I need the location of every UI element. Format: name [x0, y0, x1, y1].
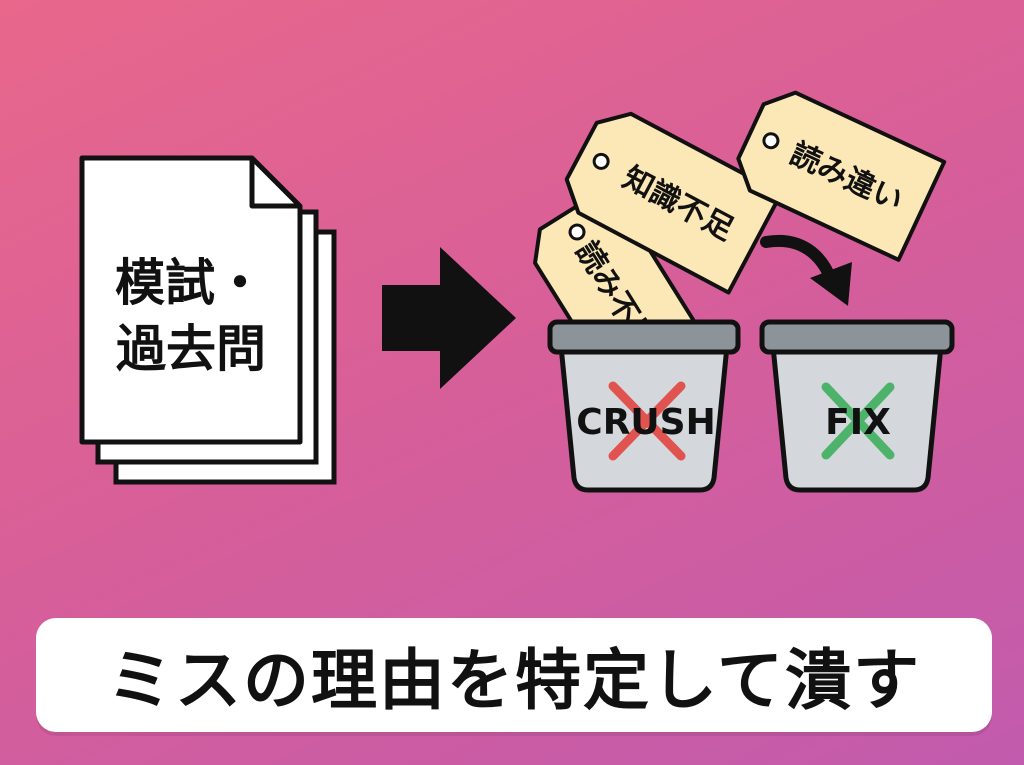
bin-label-fix: FIX	[825, 402, 891, 443]
bin-label-crush: CRUSH	[576, 402, 715, 443]
document-stack-icon: 模試・ 過去問	[79, 155, 337, 485]
bin-fix: FIX	[759, 319, 955, 493]
cross-mark-icon	[821, 382, 895, 460]
caption-banner: ミスの理由を特定して潰す	[36, 618, 992, 732]
curved-arrow-icon	[760, 234, 852, 306]
document-title-line2: 過去問	[116, 320, 266, 378]
cross-mark-icon	[608, 381, 686, 461]
document-title-line1: 模試・	[115, 254, 265, 312]
bin-crush: CRUSH	[547, 319, 741, 493]
tag-misread-top: 読み違い	[736, 90, 947, 262]
tag-knowledge: 知識不足	[564, 111, 784, 295]
right-arrow-icon	[382, 247, 516, 389]
caption-text: ミスの理由を特定して潰す	[106, 642, 922, 719]
